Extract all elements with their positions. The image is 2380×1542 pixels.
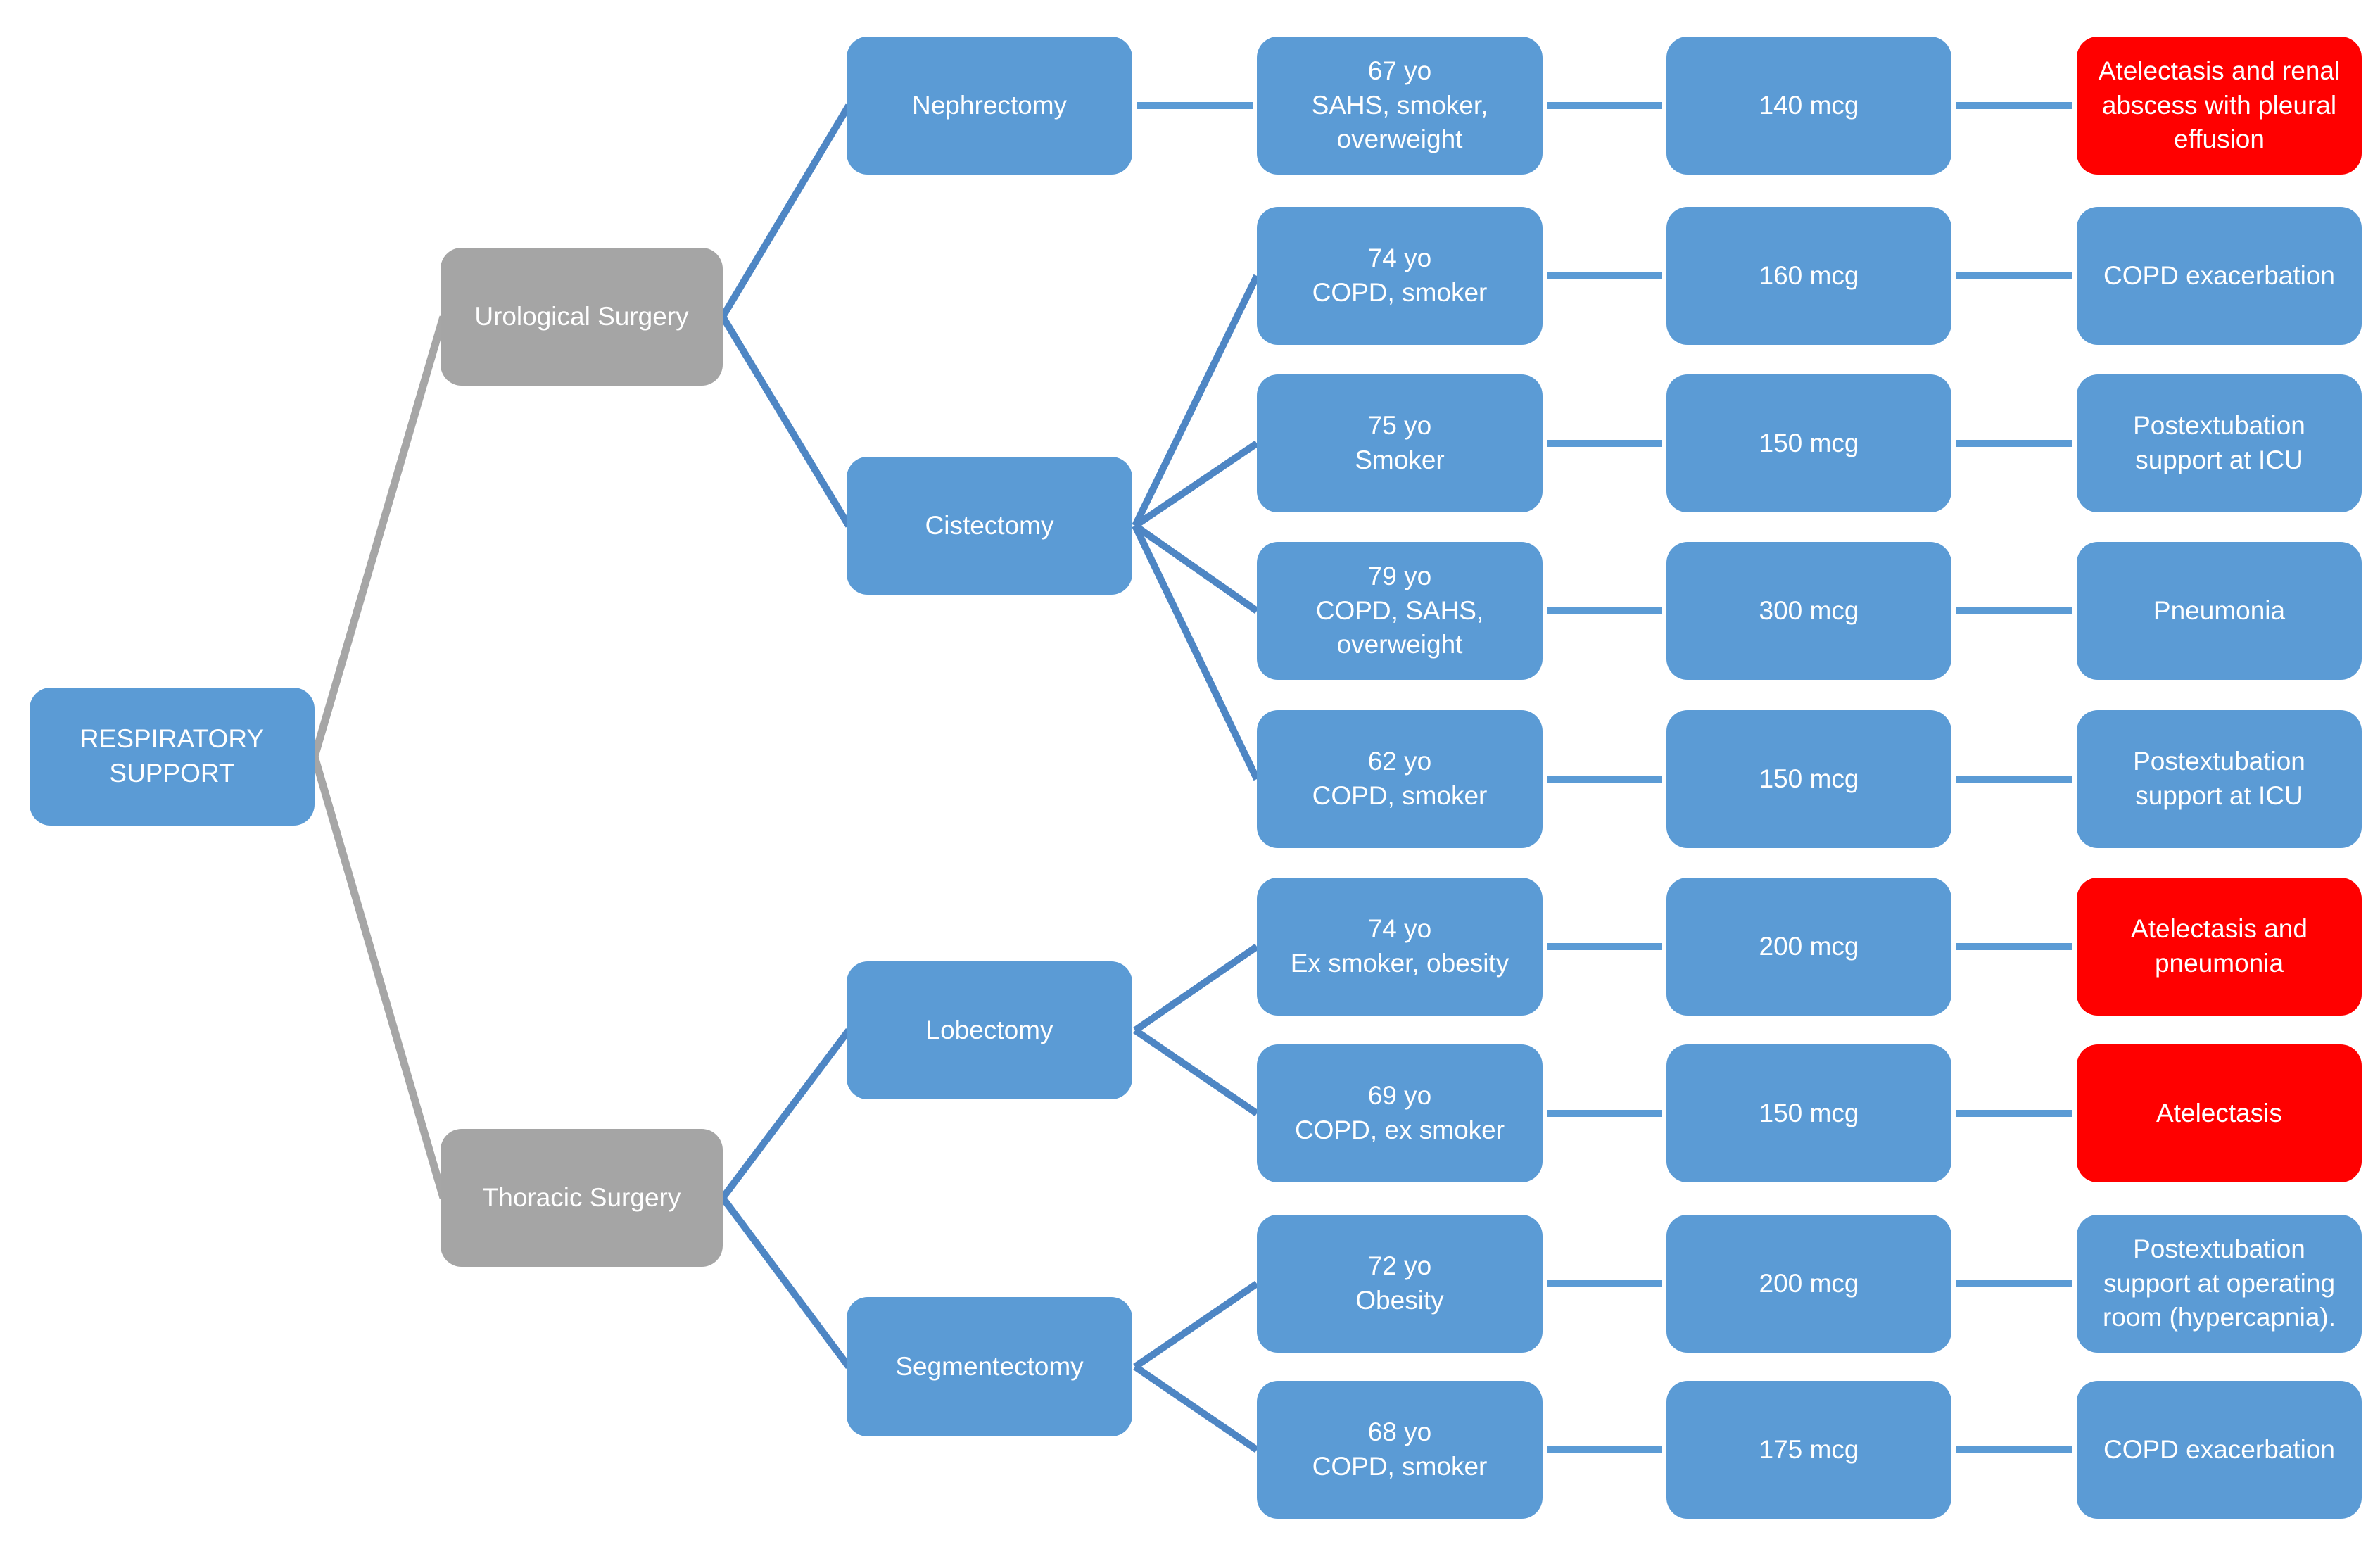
dose-node: 150 mcg	[1666, 710, 1951, 848]
connector-cistectomy-case3	[1133, 522, 1259, 614]
outcome-node: Atelectasis and renal abscess with pleur…	[2077, 37, 2362, 175]
connector-urological-nephrectomy	[719, 103, 852, 319]
patient-node: 74 yo COPD, smoker	[1257, 207, 1543, 345]
outcome-node: Pneumonia	[2077, 542, 2362, 680]
connector-root-thoracic	[310, 755, 448, 1199]
patient-node: 68 yo COPD, smoker	[1257, 1381, 1543, 1519]
patient-node: 62 yo COPD, smoker	[1257, 710, 1543, 848]
dose-node: 140 mcg	[1666, 37, 1951, 175]
connector-urological-cistectomy	[719, 315, 852, 528]
connector-cistectomy-case2	[1133, 440, 1259, 529]
connector-root-urological	[310, 315, 448, 758]
patient-node: 67 yo SAHS, smoker, overweight	[1257, 37, 1543, 175]
outcome-node: Postextubation support at ICU	[2077, 710, 2362, 848]
dose-node: 300 mcg	[1666, 542, 1951, 680]
procedure-nephrectomy: Nephrectomy	[847, 37, 1132, 175]
procedure-lobectomy: Lobectomy	[847, 961, 1132, 1099]
connector-segmentectomy-case8	[1133, 1363, 1259, 1453]
outcome-node: Atelectasis and pneumonia	[2077, 878, 2362, 1016]
dose-node: 150 mcg	[1666, 374, 1951, 512]
connector-cistectomy-case1	[1132, 274, 1260, 528]
outcome-node: Postextubation support at operating room…	[2077, 1215, 2362, 1353]
connector-lobectomy-case5	[1133, 943, 1259, 1034]
outcome-node: Atelectasis	[2077, 1044, 2362, 1182]
patient-node: 74 yo Ex smoker, obesity	[1257, 878, 1543, 1016]
outcome-node: COPD exacerbation	[2077, 1381, 2362, 1519]
connector-thoracic-lobectomy	[720, 1028, 852, 1201]
procedure-segmentectomy: Segmentectomy	[847, 1297, 1132, 1436]
outcome-node: COPD exacerbation	[2077, 207, 2362, 345]
branch-urological-surgery: Urological Surgery	[441, 248, 723, 386]
connector-lobectomy-case6	[1133, 1027, 1259, 1117]
connector-cistectomy-case4	[1132, 524, 1260, 781]
dose-node: 150 mcg	[1666, 1044, 1951, 1182]
patient-node: 79 yo COPD, SAHS, overweight	[1257, 542, 1543, 680]
connector-thoracic-segmentectomy	[719, 1196, 852, 1369]
dose-node: 200 mcg	[1666, 1215, 1951, 1353]
branch-thoracic-surgery: Thoracic Surgery	[441, 1129, 723, 1267]
outcome-node: Postextubation support at ICU	[2077, 374, 2362, 512]
root-node: RESPIRATORY SUPPORT	[30, 688, 315, 826]
procedure-cistectomy: Cistectomy	[847, 457, 1132, 595]
dose-node: 175 mcg	[1666, 1381, 1951, 1519]
patient-node: 69 yo COPD, ex smoker	[1257, 1044, 1543, 1182]
patient-node: 75 yo Smoker	[1257, 374, 1543, 512]
dose-node: 160 mcg	[1666, 207, 1951, 345]
connector-segmentectomy-case7	[1133, 1280, 1259, 1370]
patient-node: 72 yo Obesity	[1257, 1215, 1543, 1353]
dose-node: 200 mcg	[1666, 878, 1951, 1016]
